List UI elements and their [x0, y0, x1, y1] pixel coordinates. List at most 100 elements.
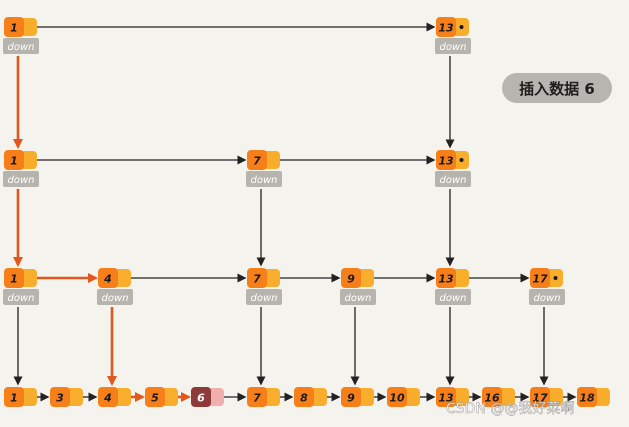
node-pointer-box	[207, 388, 224, 406]
node-key-label: 13	[438, 392, 454, 405]
node-level-1-7: 7 down	[246, 268, 282, 305]
node-pointer-box	[161, 388, 178, 406]
node-pointer-box	[546, 388, 563, 406]
node-key-box	[4, 387, 24, 407]
down-pointer-box	[340, 289, 376, 305]
down-pointer-box	[3, 38, 39, 54]
down-label: down	[251, 293, 278, 304]
down-label: down	[534, 293, 561, 304]
node-key-box	[191, 387, 211, 407]
down-pointer-box	[3, 171, 39, 187]
node-key-label: 17	[532, 392, 548, 405]
down-label: down	[8, 175, 35, 186]
node-key-label: 13	[438, 155, 454, 168]
down-label: down	[345, 293, 372, 304]
node-pointer-box	[498, 388, 515, 406]
node-pointer-box	[66, 388, 83, 406]
node-key-label: 7	[253, 273, 261, 286]
edges-layer	[13, 22, 577, 402]
node-key-label: 13	[438, 273, 454, 286]
down-label: down	[102, 293, 129, 304]
node-key-box	[341, 268, 361, 288]
node-key-label: 7	[253, 392, 261, 405]
node-key-box	[247, 268, 267, 288]
node-pointer-box	[310, 388, 327, 406]
node-key-box	[4, 17, 24, 37]
title-text: 插入数据 6	[519, 80, 595, 98]
node-level-0-4: 4	[98, 387, 131, 407]
down-pointer-box	[435, 289, 471, 305]
node-level-0-1: 1	[4, 387, 37, 407]
node-level-0-10: 10	[387, 387, 420, 407]
node-key-box	[436, 150, 456, 170]
node-key-box	[98, 268, 118, 288]
node-level-0-8: 8	[294, 387, 327, 407]
node-pointer-box	[452, 388, 469, 406]
node-key-label: 3	[56, 392, 64, 405]
node-key-box	[530, 268, 550, 288]
down-label: down	[440, 175, 467, 186]
node-key-label: 10	[389, 392, 405, 405]
node-key-box	[4, 150, 24, 170]
node-key-box	[145, 387, 165, 407]
node-level-1-1: 1 down	[3, 268, 39, 305]
node-key-box	[247, 150, 267, 170]
node-level-0-5: 5	[145, 387, 178, 407]
node-pointer-box	[114, 388, 131, 406]
node-key-box	[530, 387, 550, 407]
down-label: down	[8, 42, 35, 53]
down-label: down	[440, 293, 467, 304]
node-key-label: 1	[10, 273, 18, 286]
node-key-box	[436, 387, 456, 407]
node-key-box	[98, 387, 118, 407]
node-key-label: 6	[197, 392, 205, 405]
down-pointer-box	[246, 289, 282, 305]
node-pointer-box	[452, 269, 469, 287]
node-key-label: 4	[103, 392, 112, 405]
node-key-label: 13	[438, 22, 454, 35]
null-pointer-dot	[459, 158, 464, 162]
node-key-box	[482, 387, 502, 407]
node-level-0-18: 18	[577, 387, 610, 407]
node-key-box	[341, 387, 361, 407]
node-pointer-box	[20, 388, 37, 406]
node-key-box	[436, 268, 456, 288]
node-pointer-box	[114, 269, 131, 287]
node-pointer-box	[263, 269, 280, 287]
node-pointer-box	[263, 388, 280, 406]
node-key-label: 8	[300, 392, 308, 405]
node-key-box	[4, 268, 24, 288]
node-key-label: 18	[579, 392, 595, 405]
node-level-0-3: 3	[50, 387, 83, 407]
down-pointer-box	[435, 171, 471, 187]
node-pointer-box	[20, 18, 37, 36]
node-pointer-box	[357, 388, 374, 406]
down-label: down	[8, 293, 35, 304]
node-key-label: 1	[10, 155, 18, 168]
node-level-1-17: 17 down	[529, 268, 565, 305]
node-key-label: 4	[103, 273, 112, 286]
nodes-layer: 1down13down1down7down13down1down4down7do…	[3, 17, 610, 407]
node-level-0-13: 13	[436, 387, 469, 407]
down-label: down	[251, 175, 278, 186]
node-key-label: 17	[532, 273, 548, 286]
node-level-0-9: 9	[341, 387, 374, 407]
node-level-2-13: 13 down	[435, 150, 471, 187]
down-pointer-box	[529, 289, 565, 305]
node-key-box	[294, 387, 314, 407]
down-pointer-box	[435, 38, 471, 54]
title-badge-bg	[502, 73, 612, 103]
node-level-3-1: 1 down	[3, 17, 39, 54]
down-pointer-box	[246, 171, 282, 187]
node-pointer-box	[20, 151, 37, 169]
node-key-box	[577, 387, 597, 407]
null-pointer-dot	[459, 25, 464, 29]
node-key-box	[50, 387, 70, 407]
node-key-label: 1	[10, 22, 18, 35]
node-level-2-1: 1 down	[3, 150, 39, 187]
